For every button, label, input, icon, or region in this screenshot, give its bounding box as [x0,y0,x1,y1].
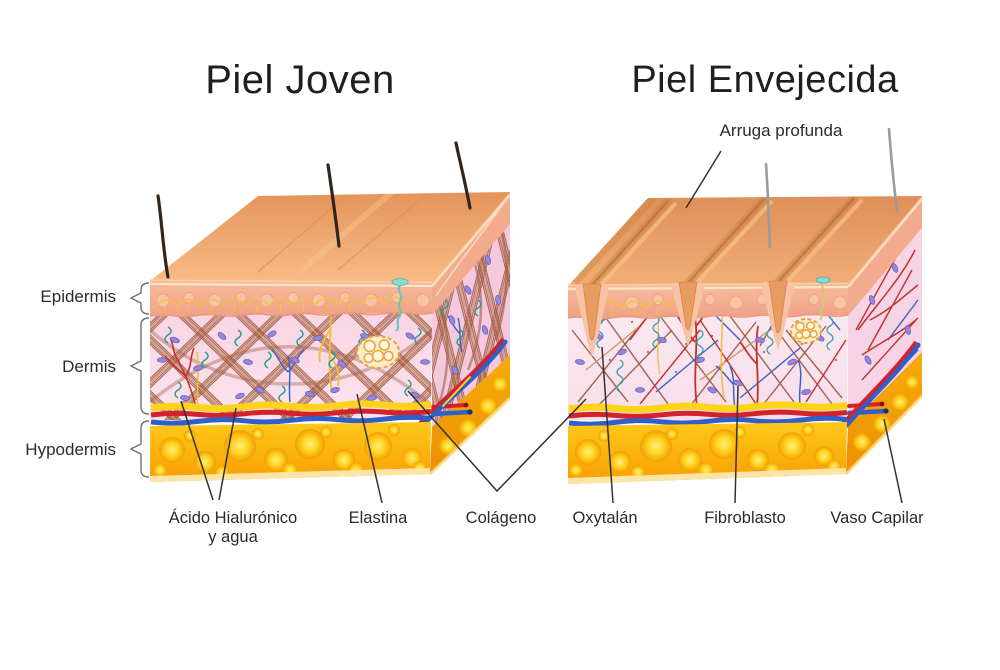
label-fibroblast: Fibroblasto [704,509,786,527]
label-hyaluronic-line1: Ácido Hialurónico [168,509,298,527]
aged-skin-block [567,127,924,484]
layer-brackets [129,282,150,478]
label-dermis: Dermis [62,357,116,376]
label-capillary: Vaso Capilar [830,509,924,527]
label-oxytalan: Oxytalán [572,509,638,527]
title-aged: Piel Envejecida [631,59,899,101]
label-hyaluronic-line2: y agua [208,527,258,546]
label-hypodermis: Hypodermis [25,440,116,459]
title-young: Piel Joven [205,58,395,102]
young-skin-block [149,141,512,482]
label-epidermis: Epidermis [40,287,116,306]
label-elastin: Elastina [348,509,408,527]
label-collagen: Colágeno [465,509,537,527]
annotation-deep-wrinkle: Arruga profunda [719,121,843,140]
label-hyaluronic-acid: Ácido Hialurónico y agua [133,509,333,547]
leader-lines [180,150,903,504]
